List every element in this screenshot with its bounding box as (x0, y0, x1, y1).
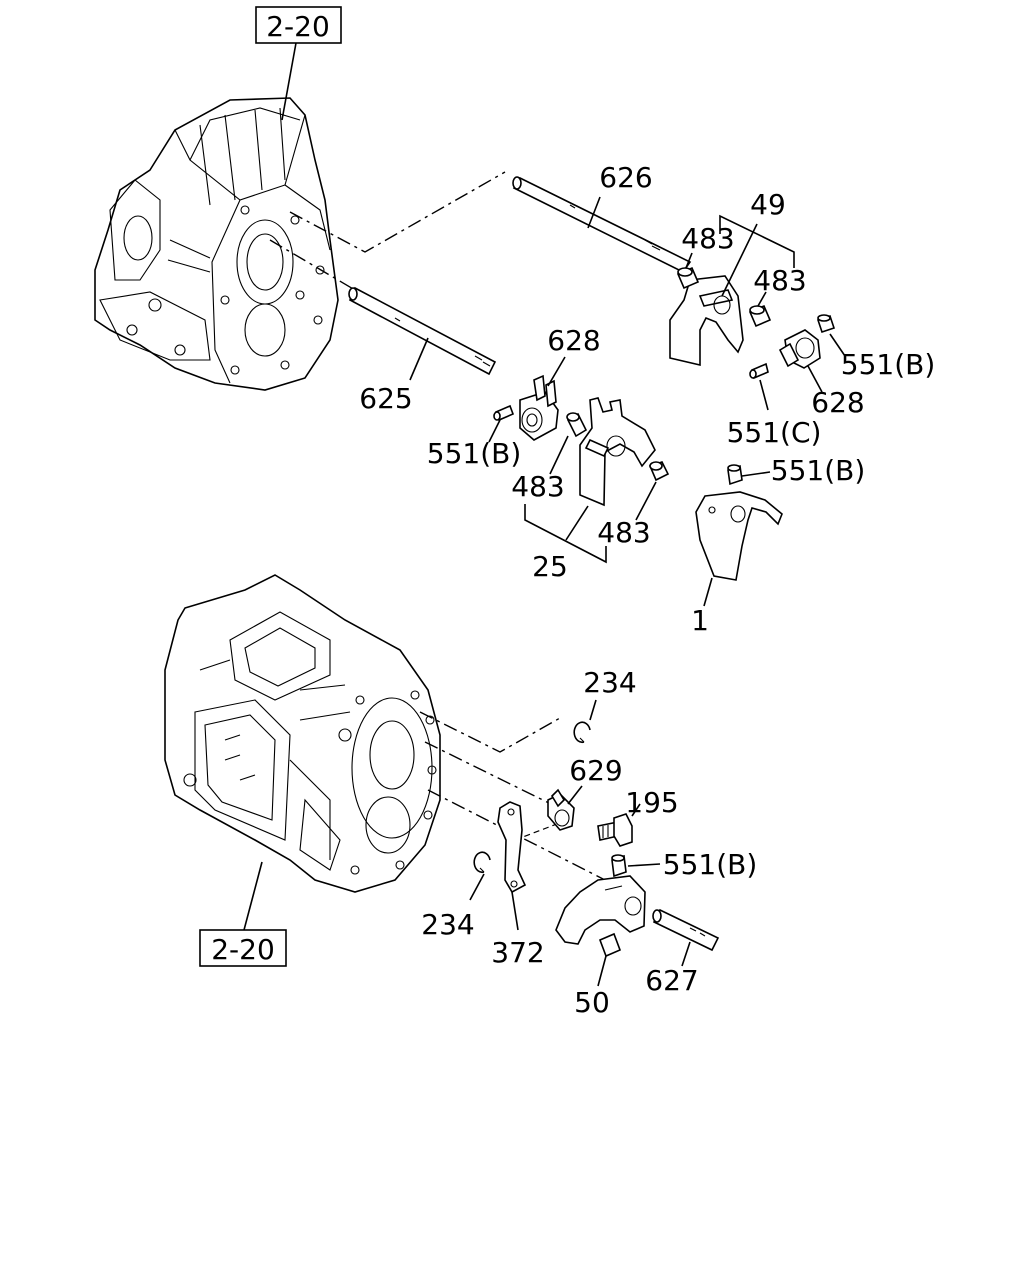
label-551b-c: 551(B) (771, 454, 866, 487)
block-628-left[interactable] (519, 374, 559, 441)
leader-551b-c (741, 471, 771, 477)
leader-1 (703, 577, 713, 607)
reference-label-bottom: 2-20 (211, 933, 275, 966)
assembly-line-625 (269, 239, 356, 291)
leader-ref-bottom (243, 861, 263, 931)
bushing-483-c[interactable] (566, 412, 588, 438)
shaft-625[interactable] (348, 286, 497, 376)
leader-483-d (635, 481, 657, 521)
leader-372 (511, 891, 519, 931)
label-483-b: 483 (753, 264, 806, 297)
shift-fork-25[interactable] (579, 397, 656, 507)
label-483-c: 483 (511, 470, 564, 503)
snap-ring-234-lower[interactable] (473, 851, 491, 874)
leader-629 (567, 785, 583, 805)
label-551b-b: 551(B) (427, 437, 522, 470)
guide-629[interactable] (547, 788, 575, 831)
transmission-case (164, 574, 441, 893)
shaft-627[interactable] (652, 908, 720, 952)
label-234-b: 234 (421, 908, 474, 941)
leader-483-c (549, 435, 569, 475)
reference-label-top: 2-20 (266, 10, 330, 43)
label-195: 195 (625, 786, 678, 819)
leader-626 (587, 196, 601, 229)
pin-551c[interactable] (749, 362, 769, 380)
label-551b-d: 551(B) (663, 848, 758, 881)
shift-fork-49[interactable] (669, 275, 744, 367)
label-628-left: 628 (547, 324, 600, 357)
shift-fork-50[interactable] (555, 875, 646, 958)
label-628-right: 628 (811, 386, 864, 419)
label-234-a: 234 (583, 666, 636, 699)
label-625: 625 (359, 382, 412, 415)
assembly-line-627 (427, 789, 606, 881)
leader-628-right (807, 365, 823, 393)
leader-551b-d (627, 863, 661, 867)
assembly-line-372 (514, 821, 563, 841)
bushing-483-a[interactable] (676, 266, 700, 290)
block-628-right[interactable] (778, 329, 821, 369)
leader-25 (565, 505, 589, 541)
clutch-housing (94, 97, 339, 391)
label-372: 372 (491, 936, 544, 969)
label-483-a: 483 (681, 222, 734, 255)
assembly-line-626 (289, 171, 506, 253)
reference-box-bottom[interactable]: 2-20 (199, 929, 287, 967)
leader-234-a (589, 699, 597, 721)
label-1: 1 (691, 604, 709, 637)
reference-box-top[interactable]: 2-20 (255, 6, 342, 44)
label-50: 50 (574, 986, 610, 1019)
label-627: 627 (645, 964, 698, 997)
leader-ref-top (281, 42, 297, 121)
leader-49 (721, 223, 758, 297)
shift-fork-1[interactable] (695, 491, 783, 581)
label-629: 629 (569, 754, 622, 787)
leader-551b-b (488, 419, 501, 443)
leader-628-left (547, 356, 566, 387)
pin-551b-lower[interactable] (611, 854, 627, 878)
leader-483-a (685, 252, 693, 269)
bushing-483-b[interactable] (748, 304, 772, 328)
assembly-line-629 (424, 741, 556, 807)
label-49: 49 (750, 188, 786, 221)
leader-483-b (757, 291, 767, 307)
label-551b-a: 551(B) (841, 348, 936, 381)
leader-234-b (469, 873, 485, 901)
bracket-49 (719, 214, 795, 268)
label-25: 25 (532, 550, 568, 583)
pin-551b-shaft625[interactable] (493, 404, 515, 422)
leader-627 (681, 941, 691, 967)
lever-372[interactable] (497, 801, 527, 894)
bracket-25 (524, 504, 607, 564)
bushing-483-d[interactable] (648, 461, 670, 482)
leader-625 (409, 337, 429, 381)
bolt-195[interactable] (597, 813, 633, 847)
snap-ring-234-upper[interactable] (573, 721, 591, 744)
assembly-line-234 (419, 711, 561, 753)
pin-551b-upper[interactable] (816, 314, 836, 334)
label-483-d: 483 (597, 516, 650, 549)
label-551c: 551(C) (727, 416, 822, 449)
pin-551b-fork1[interactable] (727, 464, 743, 486)
leader-195 (631, 803, 641, 817)
leader-551c (759, 379, 769, 411)
leader-551b-a (829, 333, 846, 357)
leader-50 (597, 955, 607, 987)
label-626: 626 (599, 161, 652, 194)
